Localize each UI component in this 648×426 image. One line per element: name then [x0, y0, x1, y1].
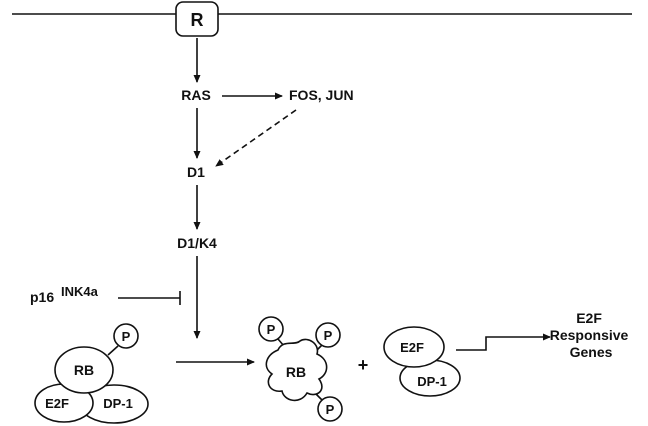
rb-ellipse-left [54, 346, 114, 394]
rb-label-mid: RB [286, 364, 306, 380]
e2f-label-left: E2F [45, 396, 69, 411]
rb-label-left: RB [74, 362, 94, 378]
phosphate-mid-1 [258, 316, 284, 342]
p16-superscript: INK4a [61, 284, 99, 299]
dp1-label-right: DP-1 [417, 374, 447, 389]
rb-blob-mid [265, 338, 328, 402]
receptor-label: R [191, 10, 204, 30]
dashed-arrow-fos-jun-to-d1 [215, 109, 297, 167]
arrow-to-responsive-genes [456, 333, 551, 351]
phosphate-left-label: P [122, 329, 131, 344]
phosphate-mid-3 [317, 396, 343, 422]
output-label: E2F Responsive Genes [550, 310, 632, 360]
dp1-label-left: DP-1 [103, 396, 133, 411]
bond-rb-phosphate-left [107, 345, 119, 356]
p16-label: p16 INK4a [30, 284, 99, 305]
ras-label: RAS [181, 87, 211, 103]
receptor-box [175, 1, 219, 37]
output-label-line-3: Genes [570, 344, 613, 360]
p16-name: p16 [30, 289, 54, 305]
d1-label: D1 [187, 164, 205, 180]
phosphate-mid-1-label: P [267, 322, 276, 337]
e2f-label-right: E2F [400, 340, 424, 355]
phosphate-mid-3-label: P [326, 402, 335, 417]
d1k4-label: D1/K4 [177, 235, 217, 251]
phosphate-mid-2-label: P [324, 328, 333, 343]
e2f-ellipse-right [383, 326, 445, 368]
fos-jun-label: FOS, JUN [289, 87, 354, 103]
plus-sign: + [358, 355, 369, 375]
output-label-line-1: E2F [576, 310, 602, 326]
output-label-line-2: Responsive [550, 327, 629, 343]
phosphate-left [113, 323, 139, 349]
phosphate-mid-2 [315, 322, 341, 348]
